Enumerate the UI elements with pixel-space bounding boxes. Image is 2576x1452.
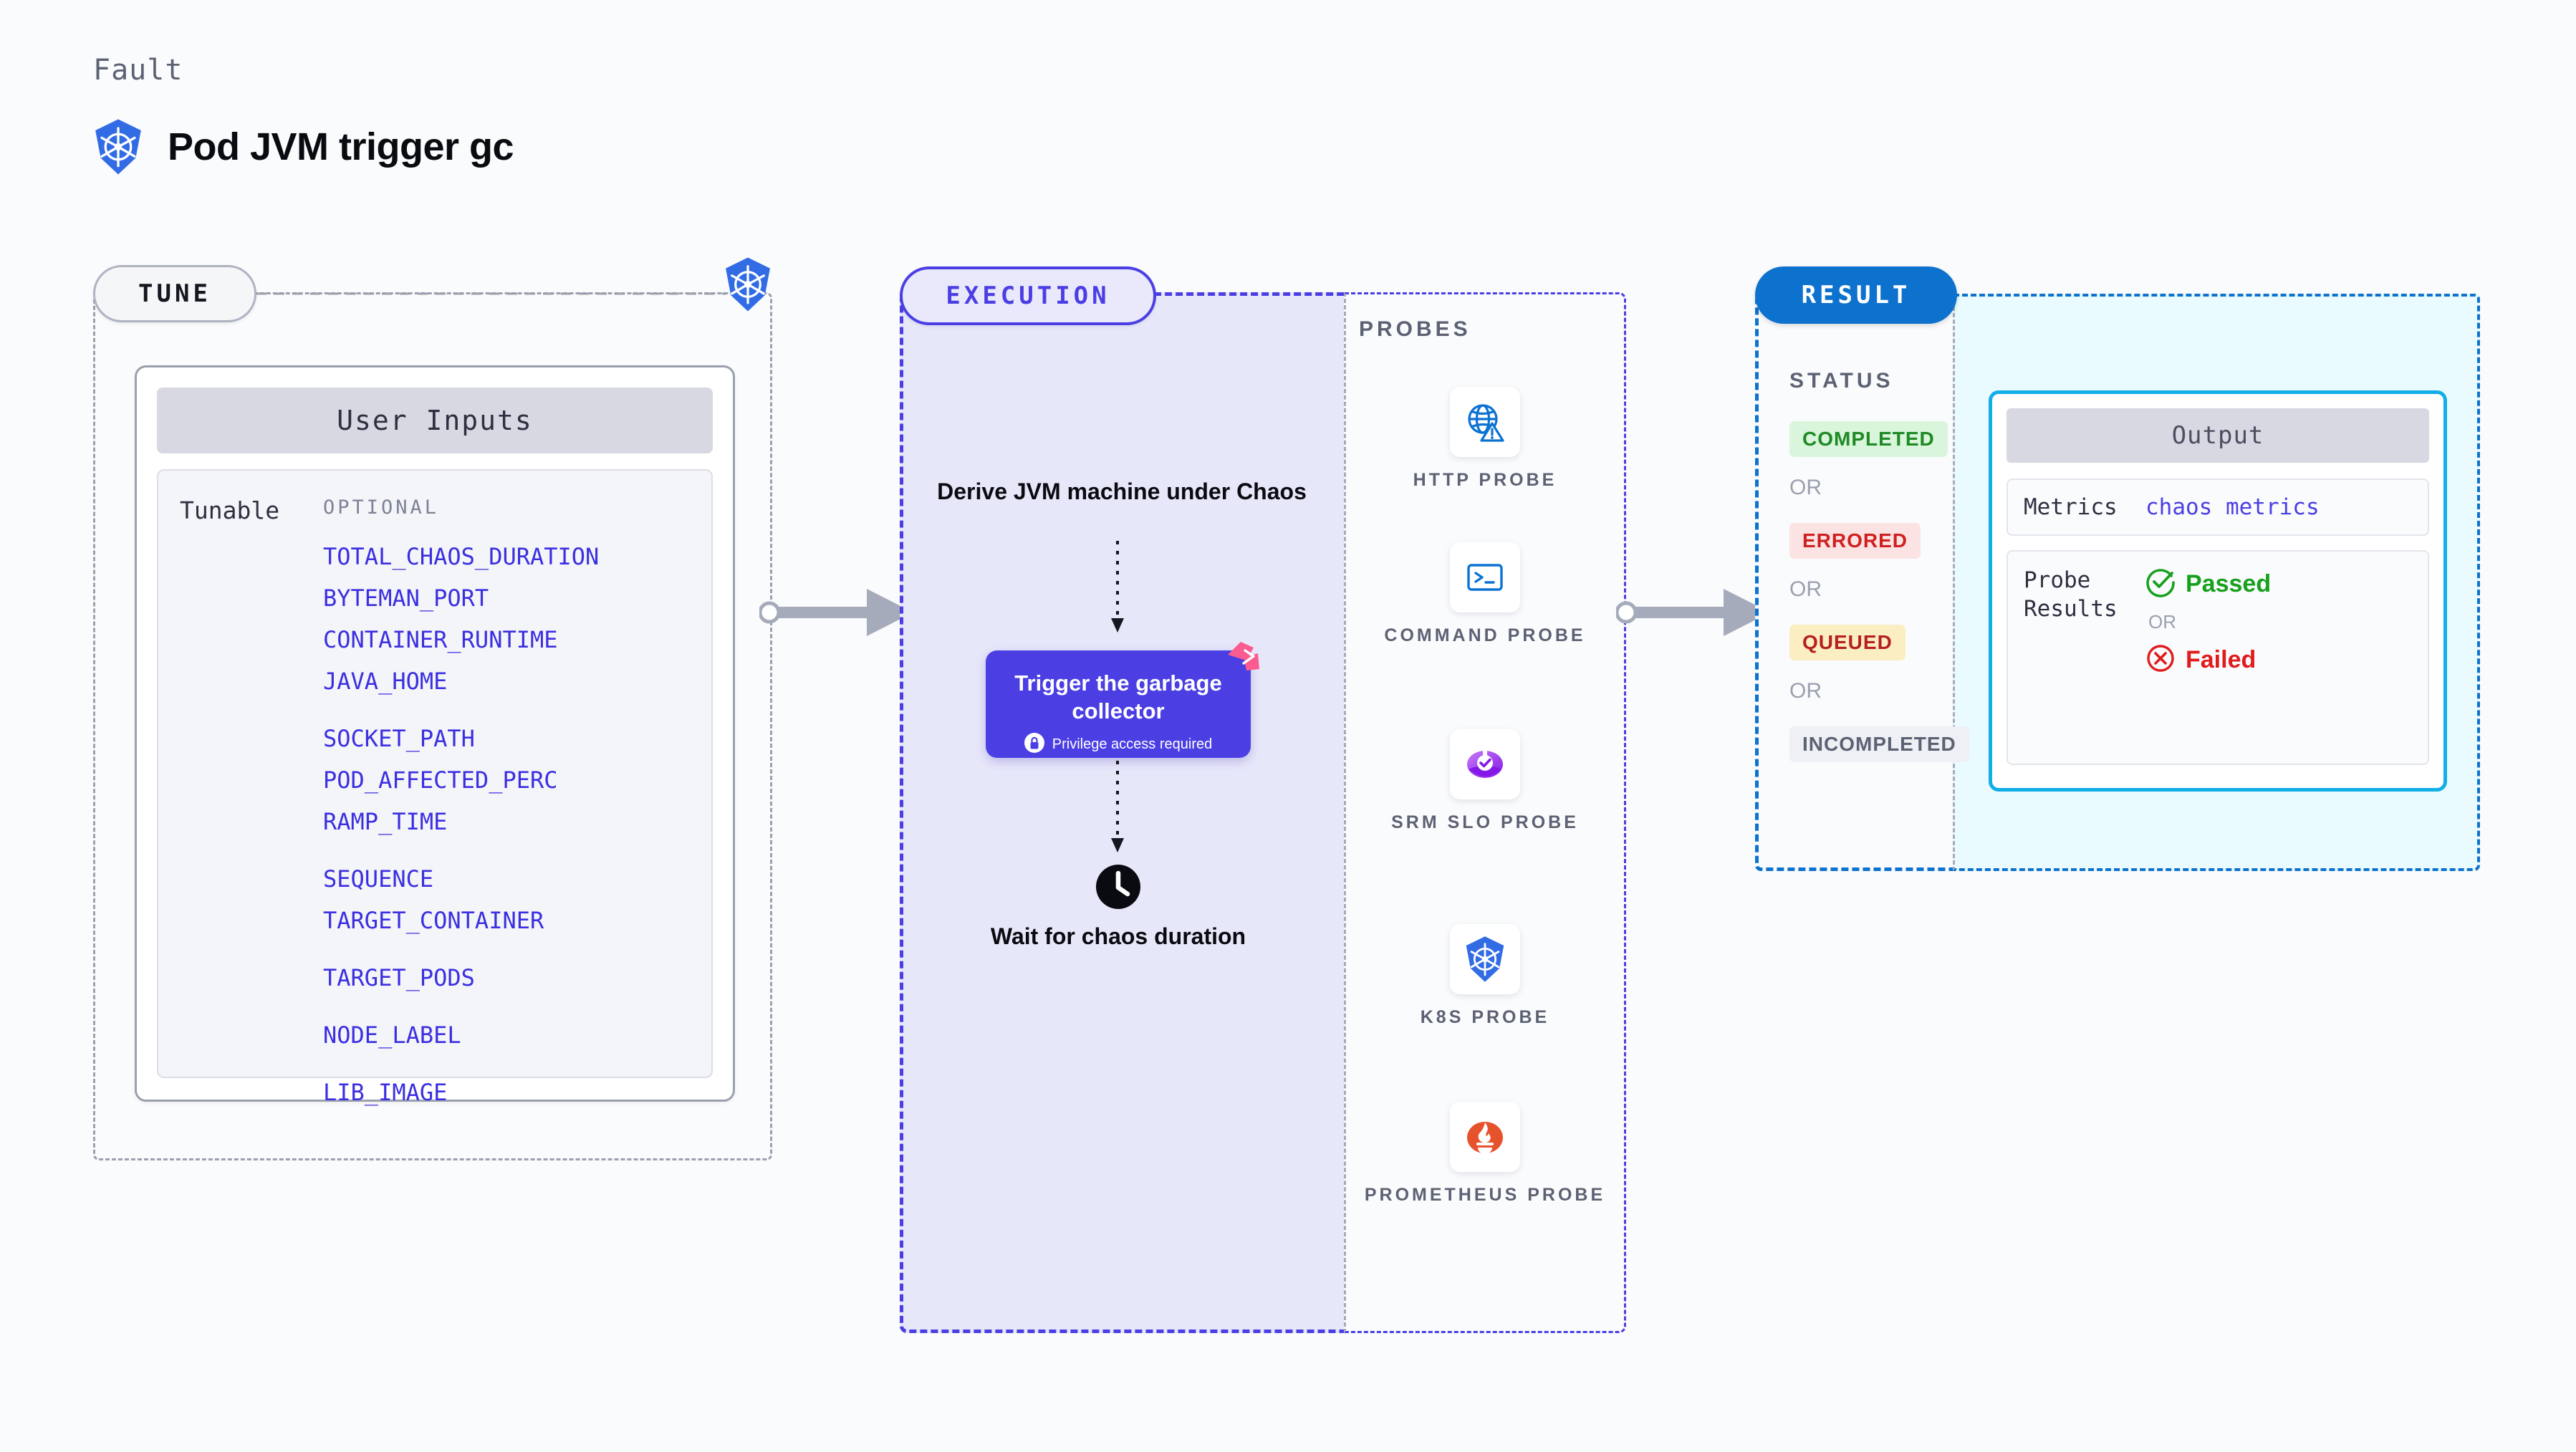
result-status-panel xyxy=(1755,294,1953,871)
tunable-item[interactable]: JAVA_HOME xyxy=(323,668,448,695)
execution-wait-node: Wait for chaos duration xyxy=(986,863,1251,952)
output-probe-key: Probe Results xyxy=(2024,567,2118,622)
user-inputs-body: Tunable OPTIONAL TOTAL_CHAOS_DURATION BYT… xyxy=(157,469,713,1106)
probe-result-or: OR xyxy=(2148,611,2176,633)
output-metrics-row: Metrics chaos metrics xyxy=(2007,479,2429,536)
tunable-item[interactable]: TARGET_PODS xyxy=(323,964,475,991)
probe-item-prometheus[interactable]: PROMETHEUS PROBE xyxy=(1344,1102,1626,1207)
probe-result-failed-label: Failed xyxy=(2186,646,2257,673)
status-badge-incompleted: INCOMPLETED xyxy=(1789,726,1969,762)
tunable-item[interactable]: TOTAL_CHAOS_DURATION xyxy=(323,543,600,570)
output-card-title: Output xyxy=(2007,408,2429,463)
tunable-item[interactable]: SEQUENCE xyxy=(323,865,434,893)
status-badge-completed: COMPLETED xyxy=(1789,421,1948,457)
probe-label-http: HTTP PROBE xyxy=(1413,470,1557,490)
prometheus-icon xyxy=(1450,1102,1520,1172)
terminal-icon xyxy=(1450,542,1520,612)
execution-action-title: Trigger the garbage collector xyxy=(1014,670,1222,723)
probe-item-srm-slo[interactable]: SRM SLO PROBE xyxy=(1344,729,1626,835)
lock-icon xyxy=(1024,733,1044,756)
execution-pill[interactable]: EXECUTION xyxy=(900,266,1156,325)
execution-action-card[interactable]: Trigger the garbage collector Privilege … xyxy=(986,642,1259,758)
tune-to-execution-connector xyxy=(759,589,917,636)
tune-panel xyxy=(93,292,772,1160)
output-probe-values: Passed OR Failed xyxy=(2145,566,2271,677)
probe-label-command: COMMAND PROBE xyxy=(1384,625,1586,645)
tune-pill[interactable]: TUNE xyxy=(93,265,256,322)
globe-warning-icon xyxy=(1450,387,1520,457)
tunable-item[interactable]: RAMP_TIME xyxy=(323,808,448,835)
status-or-3: OR xyxy=(1789,679,1822,703)
tunable-row-label: Tunable xyxy=(180,496,280,524)
status-section-label: STATUS xyxy=(1789,369,1894,393)
execution-arrow-2 xyxy=(1111,761,1124,852)
status-badge-errored: ERRORED xyxy=(1789,523,1921,559)
litmus-chaos-icon xyxy=(1225,639,1262,680)
tunable-item[interactable]: LIB_IMAGE xyxy=(323,1079,448,1106)
status-or-2: OR xyxy=(1789,577,1822,601)
tunable-item[interactable]: BYTEMAN_PORT xyxy=(323,585,489,612)
probe-item-k8s[interactable]: K8S PROBE xyxy=(1344,924,1626,1029)
probe-item-command[interactable]: COMMAND PROBE xyxy=(1344,542,1626,648)
tunable-item[interactable]: SOCKET_PATH xyxy=(323,725,475,752)
probe-label-k8s: K8S PROBE xyxy=(1420,1007,1550,1027)
tunable-item[interactable]: POD_AFFECTED_PERC xyxy=(323,766,558,794)
probe-result-passed-label: Passed xyxy=(2186,570,2272,597)
tunable-item[interactable]: TARGET_CONTAINER xyxy=(323,907,544,934)
probe-result-passed: Passed xyxy=(2145,567,2271,601)
probe-item-http[interactable]: HTTP PROBE xyxy=(1344,387,1626,492)
srm-slo-icon xyxy=(1450,729,1520,799)
probe-label-prometheus: PROMETHEUS PROBE xyxy=(1364,1185,1606,1205)
probes-section-label: PROBES xyxy=(1359,317,1471,341)
clock-icon xyxy=(1095,865,1142,913)
optional-column-header: OPTIONAL xyxy=(323,496,440,519)
privilege-notice-text: Privilege access required xyxy=(1052,736,1213,752)
output-metrics-value[interactable]: chaos metrics xyxy=(2145,494,2320,520)
privilege-notice: Privilege access required xyxy=(986,733,1251,756)
user-inputs-title: User Inputs xyxy=(157,388,713,453)
execution-step-derive-jvm: Derive JVM machine under Chaos xyxy=(937,479,1307,504)
execution-wait-label: Wait for chaos duration xyxy=(990,923,1246,949)
x-circle-icon xyxy=(2145,643,2176,677)
output-probe-results-row: Probe Results Passed OR xyxy=(2007,550,2429,765)
execution-to-result-connector xyxy=(1616,589,1774,636)
probe-result-failed: Failed xyxy=(2145,643,2271,677)
result-pill[interactable]: RESULT xyxy=(1755,266,1957,324)
tunable-list: OPTIONAL TOTAL_CHAOS_DURATION BYTEMAN_POR… xyxy=(323,496,711,1106)
page-title: Pod JVM trigger gc xyxy=(168,125,514,168)
status-or-1: OR xyxy=(1789,476,1822,499)
execution-arrow-1 xyxy=(1111,541,1124,633)
tune-kubernetes-badge-icon xyxy=(722,256,774,316)
status-badge-queued: QUEUED xyxy=(1789,625,1905,660)
tunable-item[interactable]: CONTAINER_RUNTIME xyxy=(323,626,558,653)
user-inputs-card: User Inputs Tunable OPTIONAL TOTAL_CHAOS… xyxy=(135,365,735,1106)
output-metrics-key: Metrics xyxy=(2024,494,2118,520)
check-circle-icon xyxy=(2145,567,2176,601)
page-title-row: Pod JVM trigger gc xyxy=(92,118,514,176)
kubernetes-icon xyxy=(1450,924,1520,994)
tunable-item[interactable]: NODE_LABEL xyxy=(323,1021,461,1049)
probe-label-srm-slo: SRM SLO PROBE xyxy=(1391,812,1579,832)
tune-pill-connector xyxy=(256,292,726,295)
output-card: Output Metrics chaos metrics Probe Resul… xyxy=(1989,390,2447,792)
page-eyebrow: Fault xyxy=(93,54,183,87)
kubernetes-icon xyxy=(92,118,145,176)
